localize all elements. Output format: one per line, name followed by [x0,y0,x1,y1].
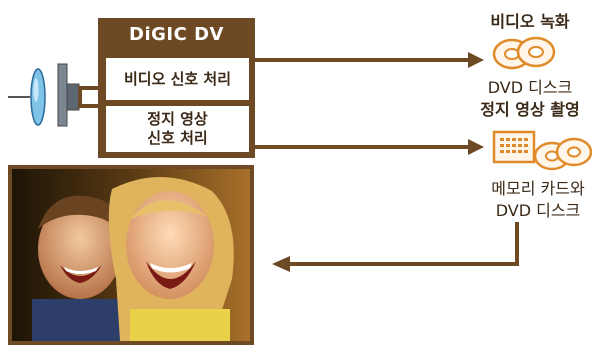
photo-image [12,169,250,341]
still-proc-line2: 신호 처리 [147,129,208,147]
still-recording-media-line2: DVD 디스크 [495,201,581,220]
memory-card-icon [492,130,593,171]
lens-icon [8,63,100,127]
video-recording-label: 비디오 녹화 [490,12,570,31]
video-signal-processing: 비디오 신호 처리 [106,58,249,100]
still-proc-line1: 정지 영상 [147,110,208,129]
still-recording-label: 정지 영상 촬영 [480,100,580,119]
still-image-signal-processing: 정지 영상 신호 처리 [106,106,249,152]
dvd-disc-icon [492,36,556,70]
video-recording-media-label: DVD 디스크 [487,78,573,97]
still-recording-media-line1: 메모리 카드와 [491,179,585,198]
output-photo [8,165,254,345]
digic-title: DiGIC DV [129,24,224,45]
